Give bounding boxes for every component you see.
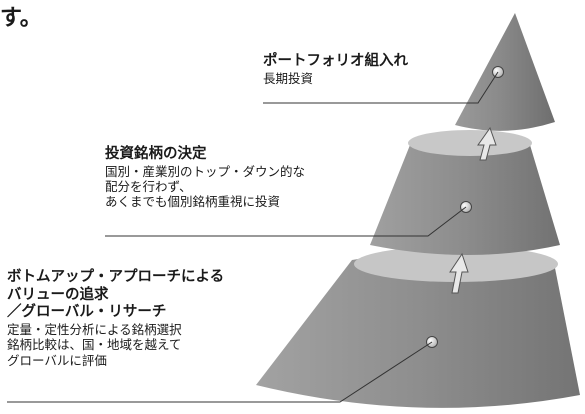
tier-bottom <box>256 246 580 408</box>
label-title: ／グローバル・リサーチ <box>7 304 167 321</box>
label-line: あくまでも個別銘柄重視に投資 <box>105 194 281 210</box>
label-title: バリューの追求 <box>7 286 109 303</box>
arrow-up-icon <box>449 252 469 294</box>
tier-middle <box>370 130 560 255</box>
label-stock-selection: 投資銘柄の決定 国別・産業別のトップ・ダウン的な 配分を行わず、 あくまでも個別… <box>105 146 305 209</box>
label-line: 銘柄比較は、国・地域を越えて <box>7 337 182 353</box>
label-line: 国別・産業別のトップ・ダウン的な <box>105 163 306 179</box>
arrow-up-icon <box>477 126 497 161</box>
label-title: 投資銘柄の決定 <box>105 146 207 162</box>
heading-fragment: す。 <box>0 6 42 31</box>
label-bottom-up: ボトムアップ・アプローチによる バリューの追求 ／グローバル・リサーチ 定量・定… <box>7 269 224 368</box>
label-title: ポートフォリオ組入れ <box>263 53 408 69</box>
label-line: 定量・定性分析による銘柄選択 <box>7 322 182 338</box>
label-line: 長期投資 <box>263 70 314 86</box>
label-line: 配分を行わず、 <box>105 178 192 194</box>
leader-line <box>105 206 467 237</box>
leader-line <box>7 341 433 403</box>
leader-line <box>263 71 499 104</box>
tier-top <box>455 13 555 131</box>
label-title: ボトムアップ・アプローチによる <box>7 269 225 285</box>
label-portfolio: ポートフォリオ組入れ 長期投資 <box>263 53 408 86</box>
label-line: グローバルに評価 <box>7 352 107 368</box>
